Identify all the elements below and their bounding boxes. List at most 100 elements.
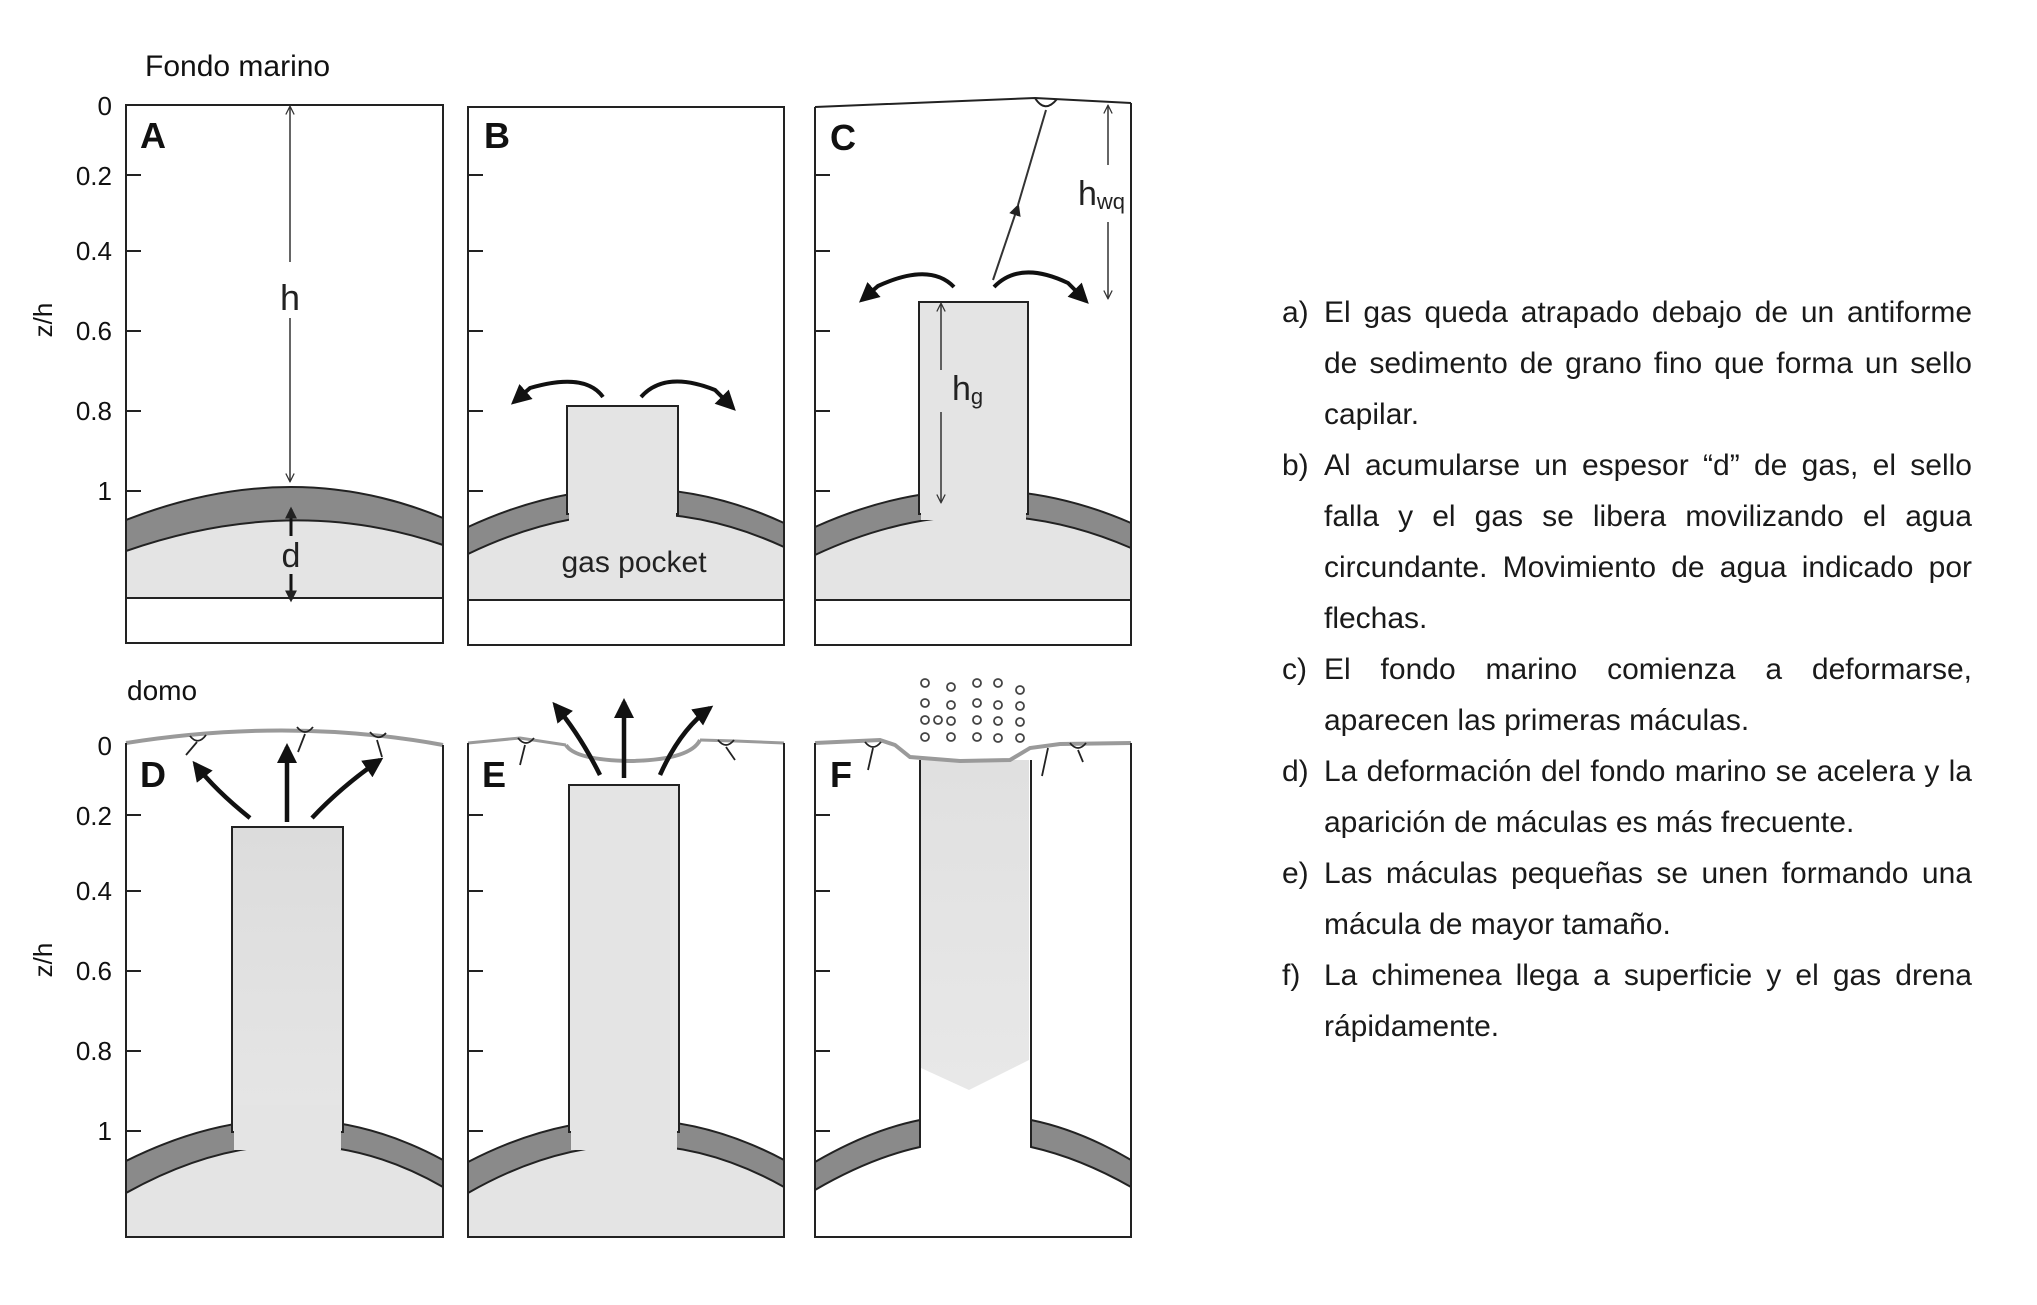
tick-marks: [815, 814, 830, 1132]
hg-label: hg: [952, 370, 983, 409]
axis-label-top: z/h: [28, 303, 58, 338]
gas-reservoir: [468, 1144, 784, 1237]
caption-label: c): [1282, 653, 1307, 686]
bottom-title: domo: [127, 675, 197, 706]
panel-frame: [125, 743, 444, 1238]
gas-pocket-label: gas pocket: [561, 546, 707, 579]
tick-label: 0.6: [76, 316, 112, 346]
tick-marks: [468, 814, 483, 1132]
draining-gas-column: [921, 760, 1029, 1090]
hwq-label: hwq: [1078, 175, 1125, 214]
seal-layer-left: [814, 1118, 921, 1192]
water-flow-arrow-left: [510, 379, 605, 405]
caption-item: a) El gas queda atrapado debajo de un ant…: [1282, 287, 1972, 440]
tick-label: 0.8: [76, 1036, 112, 1066]
panel-frame: [467, 743, 785, 1238]
domed-seafloor: [125, 728, 444, 747]
seafloor-line: [467, 736, 567, 747]
h-label: h: [280, 277, 300, 318]
caption-item: f) La chimenea llega a superficie y el ga…: [1282, 950, 1972, 1052]
seafloor-line: [814, 737, 1132, 764]
hg-main: h: [952, 370, 971, 408]
hwq-subscript: wq: [1096, 189, 1125, 214]
pockmarks: [185, 726, 387, 758]
tick-label: 1: [98, 1116, 112, 1146]
column-opening: [571, 1105, 677, 1150]
panel-b: B gas pocket: [467, 106, 785, 646]
fracture-line: [1017, 109, 1047, 206]
water-flow-arrow-right: [992, 270, 1089, 304]
tick-marks: [126, 814, 141, 1132]
panel-letter: A: [140, 115, 166, 156]
tick-label: 0.6: [76, 956, 112, 986]
gas-reservoir: [126, 1144, 443, 1237]
water-flow-arrow-left: [192, 760, 252, 820]
panel-e: E: [467, 698, 785, 1238]
caption-text: El fondo marino comienza a deformarse, a…: [1324, 653, 1972, 737]
tick-labels-bottom: 0 0.2 0.4 0.6 0.8 1: [76, 731, 112, 1146]
caption-text: La chimenea llega a superficie y el gas …: [1324, 959, 1972, 1043]
seafloor-line: [814, 96, 1132, 108]
water-flow-arrow-left: [552, 701, 603, 777]
gas-chimney-diagram: Fondo marino domo z/h z/h 0 0.2 0.4 0.6 …: [28, 50, 1132, 1238]
caption-label: d): [1282, 755, 1309, 788]
pockmarks: [864, 741, 1087, 777]
caption-item: d) La deformación del fondo marino se ace…: [1282, 746, 1972, 848]
fracture-propagation-arrow: [992, 203, 1021, 281]
tick-label: 1: [98, 476, 112, 506]
tick-label: 0: [98, 731, 112, 761]
hwq-main: h: [1078, 175, 1097, 213]
large-macula-depression: [564, 738, 702, 764]
tick-label: 0.4: [76, 236, 112, 266]
panel-letter: B: [484, 115, 510, 156]
caption-list: a) El gas queda atrapado debajo de un ant…: [1282, 287, 1972, 1052]
tick-labels-top: 0 0.2 0.4 0.6 0.8 1: [76, 91, 112, 506]
water-flow-arrow-right: [657, 705, 714, 776]
pockmarks: [517, 737, 736, 766]
caption-label: e): [1282, 857, 1309, 890]
panel-letter: E: [482, 754, 506, 795]
gas-column: [231, 826, 344, 1133]
tick-marks: [815, 174, 830, 492]
caption-text: Al acumularse un espesor “d” de gas, el …: [1324, 449, 1972, 635]
panel-frame: [467, 106, 785, 646]
caption-text: Las máculas pequeñas se unen formando un…: [1324, 857, 1972, 941]
panel-letter: F: [830, 754, 852, 795]
tick-label: 0.4: [76, 876, 112, 906]
caption-text: El gas queda atrapado debajo de un antif…: [1324, 296, 1972, 431]
column-opening: [569, 482, 676, 522]
seal-layer-right: [1030, 1118, 1132, 1189]
panel-a: A h d: [125, 104, 444, 644]
tick-label: 0.8: [76, 396, 112, 426]
tick-label: 0.2: [76, 801, 112, 831]
gas-reservoir: [126, 520, 443, 598]
water-flow-arrow-right: [310, 757, 384, 820]
axis-label-bottom: z/h: [28, 943, 58, 978]
panel-frame: [814, 103, 1132, 646]
hg-subscript: g: [971, 384, 983, 409]
panel-letter: D: [140, 754, 166, 795]
panel-letter: C: [830, 117, 856, 158]
water-flow-arrow-right: [639, 379, 736, 411]
column-opening: [921, 478, 1026, 520]
d-label: d: [282, 537, 301, 575]
caption-label: f): [1282, 959, 1301, 992]
tick-label: 0: [98, 91, 112, 121]
caption-item: b) Al acumularse un espesor “d” de gas, e…: [1282, 440, 1972, 644]
caption-label: b): [1282, 449, 1309, 482]
gas-reservoir: [815, 515, 1131, 600]
pockmark: [1034, 97, 1058, 108]
caption-text: La deformación del fondo marino se acele…: [1324, 755, 1972, 839]
caption-label: a): [1282, 296, 1309, 329]
gas-column: [568, 784, 680, 1133]
panel-d: D: [125, 726, 444, 1238]
panel-f: F: [814, 678, 1132, 1238]
gas-reservoir: [468, 513, 784, 600]
seafloor-line: [699, 738, 785, 745]
water-flow-arrow-left: [858, 272, 956, 303]
tick-marks: [126, 174, 141, 492]
panel-frame: [125, 104, 444, 644]
tick-label: 0.2: [76, 161, 112, 191]
column-opening: [234, 1105, 341, 1150]
top-title: Fondo marino: [145, 50, 330, 83]
